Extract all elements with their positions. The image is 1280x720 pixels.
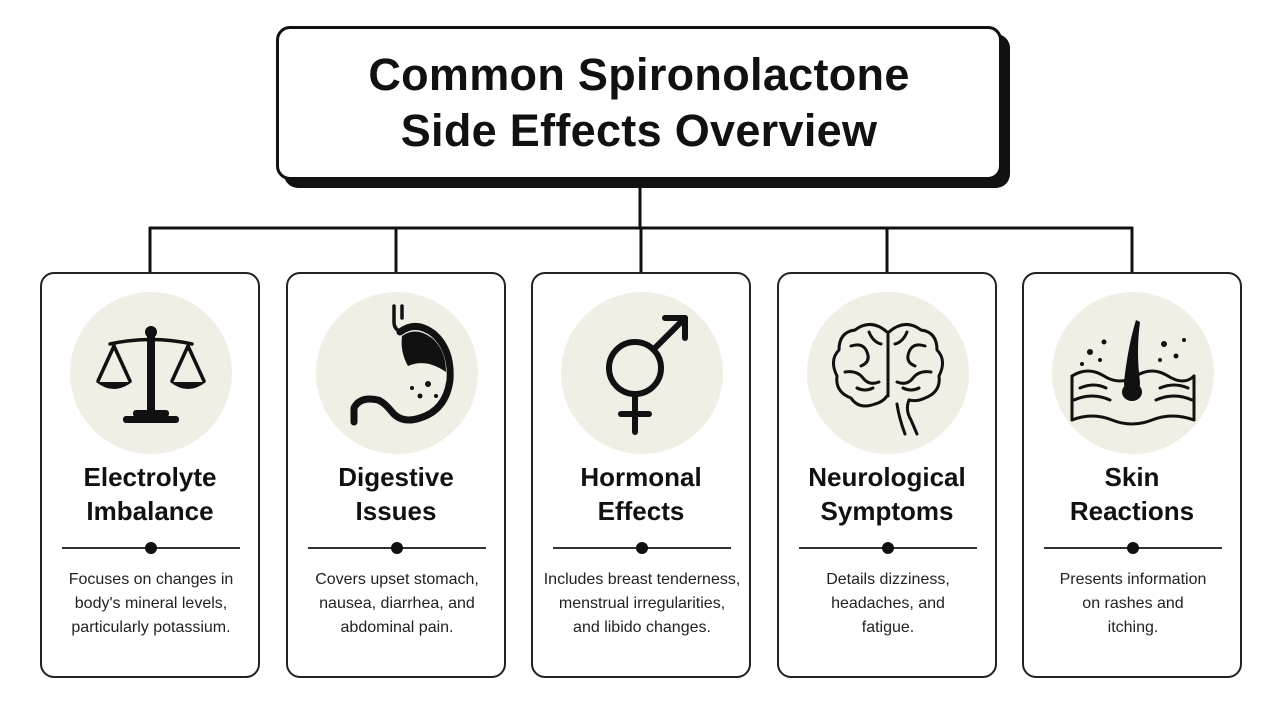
card-description-line: abdominal pain. <box>340 619 454 636</box>
card-description: Focuses on changes in body's mineral lev… <box>50 568 252 640</box>
card-title: Digestive Issues <box>288 460 504 528</box>
card-description: Covers upset stomach, nausea, diarrhea, … <box>296 568 498 640</box>
page-title-line-1: Common Spironolactone <box>368 49 910 100</box>
card-description: Details dizziness, headaches, and fatigu… <box>787 568 989 640</box>
card-description-line: and libido changes. <box>573 619 711 636</box>
page-title-line-2: Side Effects Overview <box>400 105 878 156</box>
card-title-line: Symptoms <box>820 496 954 526</box>
card-description-line: Details dizziness, <box>826 571 950 588</box>
divider-dot <box>145 542 157 554</box>
card-description-line: fatigue. <box>861 619 915 636</box>
card-description-line: Includes breast tenderness, <box>543 571 741 588</box>
card-title-line: Skin <box>1104 462 1160 492</box>
balance-scale-icon <box>96 326 206 423</box>
card-description: Includes breast tenderness, menstrual ir… <box>541 568 743 640</box>
card-electrolyte-imbalance: Electrolyte Imbalance Focuses on changes… <box>40 272 260 678</box>
card-title-line: Neurological <box>808 462 966 492</box>
card-description-line: body's mineral levels, <box>74 595 228 612</box>
card-title: Neurological Symptoms <box>779 460 995 528</box>
card-description-line: headaches, and <box>831 595 945 612</box>
card-description-line: menstrual irregularities, <box>558 595 726 612</box>
card-description-line: Covers upset stomach, <box>315 571 479 588</box>
card-description-line: Presents information <box>1059 571 1207 588</box>
card-hormonal-effects: Hormonal Effects Includes breast tendern… <box>531 272 751 678</box>
card-skin-reactions: Skin Reactions Presents information on r… <box>1022 272 1242 678</box>
card-title-line: Reactions <box>1069 496 1195 526</box>
card-description: Presents information on rashes and itchi… <box>1032 568 1234 640</box>
title-box: Common Spironolactone Side Effects Overv… <box>276 26 1002 180</box>
divider-dot <box>391 542 403 554</box>
card-title-line: Imbalance <box>86 496 214 526</box>
card-title: Electrolyte Imbalance <box>42 460 258 528</box>
divider-dot <box>636 542 648 554</box>
icon-circle <box>1052 292 1214 454</box>
icon-circle <box>316 292 478 454</box>
card-title-line: Issues <box>355 496 437 526</box>
card-neurological-symptoms: Neurological Symptoms Details dizziness,… <box>777 272 997 678</box>
card-description-line: Focuses on changes in <box>68 571 234 588</box>
gender-symbol-icon <box>606 315 688 435</box>
card-description-line: itching. <box>1107 619 1159 636</box>
card-description-line: on rashes and <box>1082 595 1184 612</box>
card-digestive-issues: Digestive Issues Covers upset stomach, n… <box>286 272 506 678</box>
skin-hair-follicle-icon <box>1070 320 1196 426</box>
icon-circle <box>70 292 232 454</box>
card-title: Hormonal Effects <box>533 460 749 528</box>
card-title-line: Digestive <box>338 462 454 492</box>
card-description-line: nausea, diarrhea, and <box>319 595 475 612</box>
divider-dot <box>1127 542 1139 554</box>
stomach-icon <box>350 304 454 426</box>
icon-circle <box>561 292 723 454</box>
icon-circle <box>807 292 969 454</box>
brain-icon <box>832 323 944 436</box>
card-title-line: Electrolyte <box>83 462 217 492</box>
card-title-line: Hormonal <box>580 462 702 492</box>
card-title-line: Effects <box>597 496 685 526</box>
divider-dot <box>882 542 894 554</box>
card-description-line: particularly potassium. <box>71 619 231 636</box>
card-title: Skin Reactions <box>1024 460 1240 528</box>
